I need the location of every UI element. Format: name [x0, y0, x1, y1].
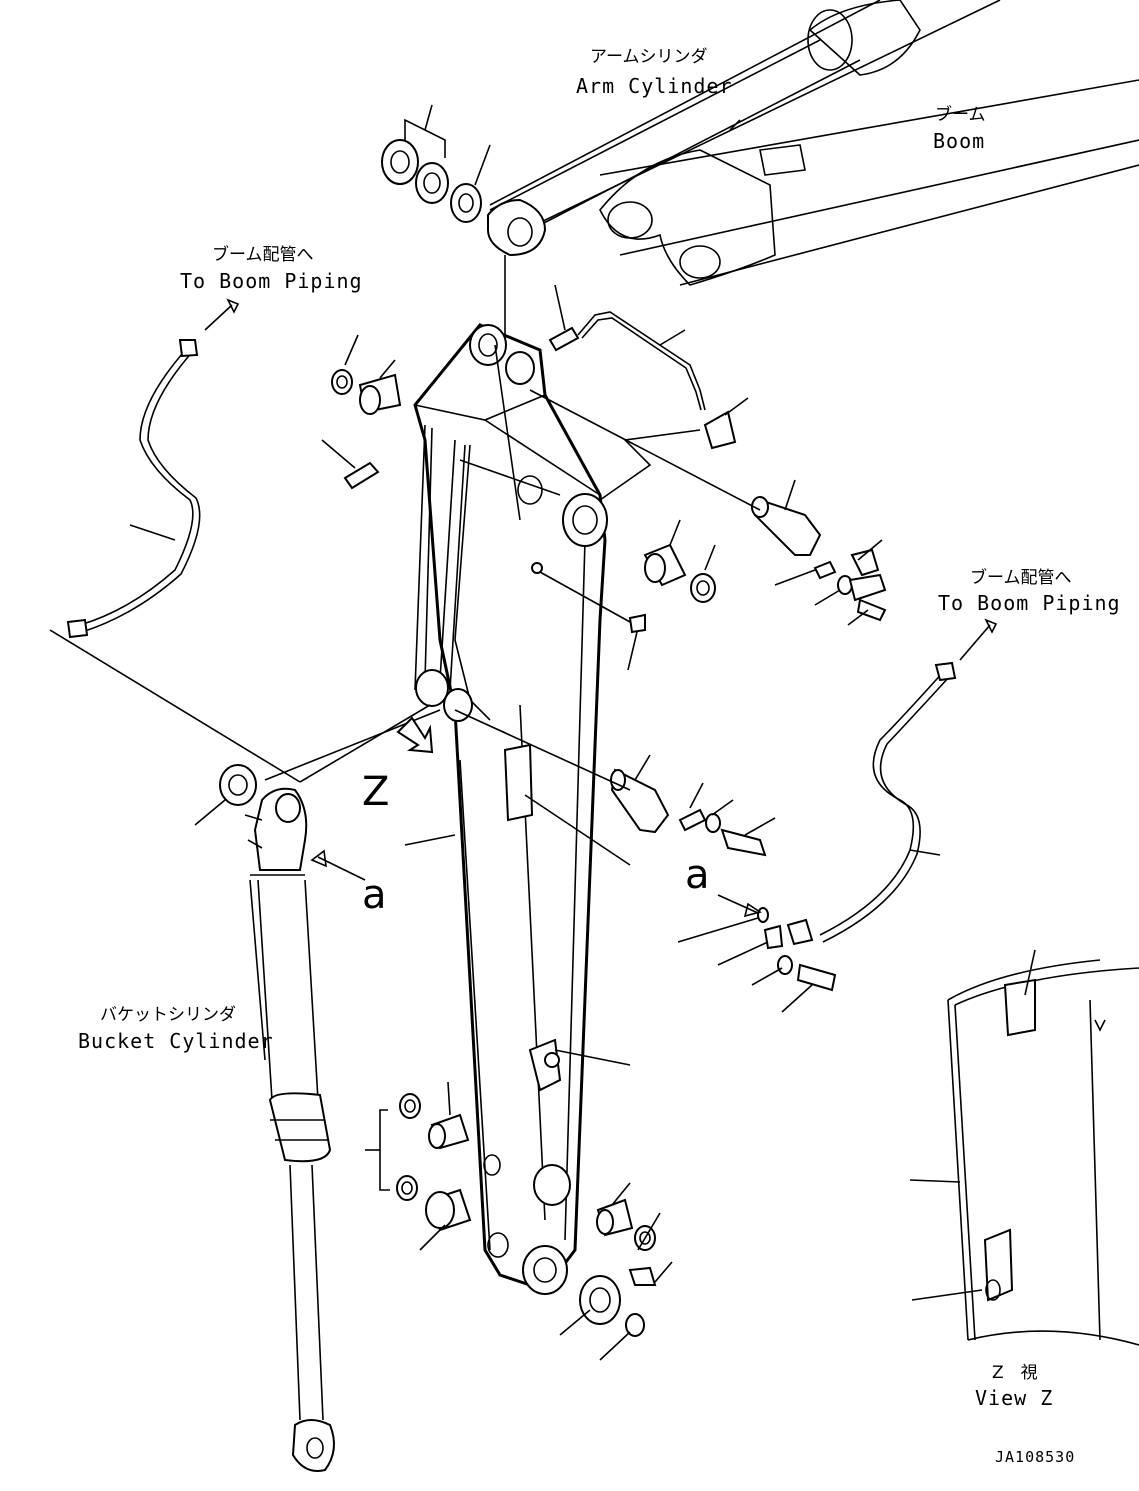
bucket-cylinder-drawing	[194, 764, 366, 1472]
boom-jp-label: ブーム	[935, 104, 986, 125]
arm-cylinder-drawing	[487, 0, 921, 257]
hose-right	[786, 618, 998, 946]
to-boom-piping-right-jp-label: ブーム配管へ	[970, 567, 1072, 588]
to-boom-piping-left-jp-label: ブーム配管へ	[212, 244, 314, 265]
bucket-cylinder-jp-label: バケットシリンダ	[100, 1005, 236, 1025]
view-z-marker-label: Z	[362, 769, 389, 815]
drawing-code-label: JA108530	[995, 1448, 1075, 1466]
detail-a-left-label: a	[362, 872, 387, 918]
boom-en-label: Boom	[933, 129, 985, 153]
arm-fittings	[321, 284, 887, 1361]
hose-left	[49, 298, 301, 783]
detail-a-right-label: a	[685, 852, 710, 898]
to-boom-piping-right-en-label: To Boom Piping	[938, 591, 1121, 615]
arm-cylinder-en-label: Arm Cylinder	[576, 74, 733, 98]
arm-cylinder-jp-label: アームシリンダ	[590, 47, 707, 67]
to-boom-piping-left-en-label: To Boom Piping	[180, 269, 363, 293]
view-z-detail	[909, 949, 1139, 1346]
view-z-arrow-icon	[396, 716, 434, 754]
arm-cylinder-washers	[381, 104, 491, 223]
view-z-jp-label: Z 視	[992, 1363, 1038, 1383]
view-z-en-label: View Z	[975, 1386, 1053, 1410]
arm-body	[413, 323, 608, 1295]
bucket-cylinder-en-label: Bucket Cylinder	[78, 1029, 274, 1053]
